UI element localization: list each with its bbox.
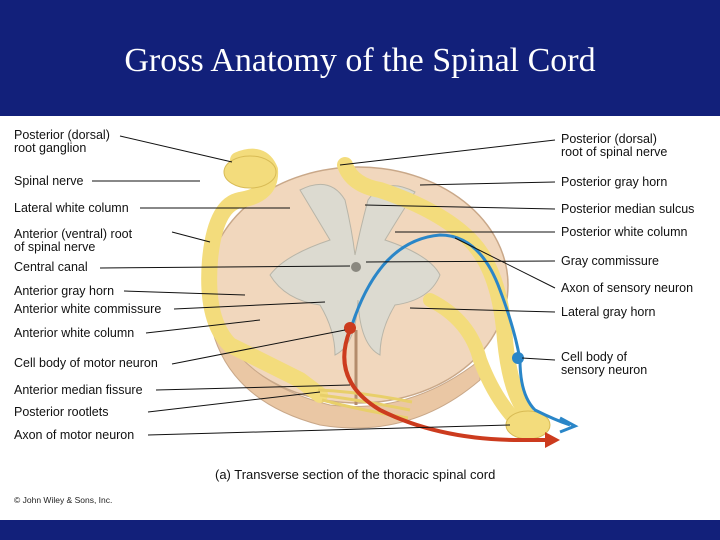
motor-neuron-cell-body bbox=[344, 322, 356, 334]
label-axon-motor-neuron: Axon of motor neuron bbox=[14, 428, 135, 442]
label-posterior-median-sulcus: Posterior median sulcus bbox=[561, 202, 695, 216]
title-bar bbox=[0, 0, 720, 116]
label-posterior-gray-horn: Posterior gray horn bbox=[561, 175, 668, 189]
label-anterior-root: Anterior (ventral) root of spinal nerve bbox=[14, 227, 133, 254]
label-gray-commissure: Gray commissure bbox=[561, 254, 659, 268]
sensory-arrow bbox=[559, 416, 579, 434]
label-anterior-white-column: Anterior white column bbox=[14, 326, 135, 340]
anterior-root-right bbox=[423, 293, 527, 432]
label-posterior-white-column: Posterior white column bbox=[561, 225, 688, 239]
label-axon-sensory-neuron: Axon of sensory neuron bbox=[561, 281, 694, 295]
left-root-ganglion bbox=[223, 155, 277, 189]
right-spinal-nerve bbox=[337, 157, 533, 418]
label-anterior-median-fissure: Anterior median fissure bbox=[14, 383, 143, 397]
label-lateral-gray-horn: Lateral gray horn bbox=[561, 305, 656, 319]
bottom-bar bbox=[0, 520, 720, 540]
sensory-neuron-cell-body bbox=[512, 352, 524, 364]
left-leader-lines bbox=[92, 135, 511, 436]
label-cell-body-sensory-neuron: Cell body of sensory neuron bbox=[561, 350, 648, 377]
motor-neuron-axon bbox=[342, 329, 548, 442]
label-posterior-root: Posterior (dorsal) root of spinal nerve bbox=[561, 132, 668, 159]
page-title: Gross Anatomy of the Spinal Cord bbox=[124, 42, 596, 79]
figure-caption: (a) Transverse section of the thoracic s… bbox=[215, 467, 496, 482]
label-anterior-white-commissure: Anterior white commissure bbox=[14, 302, 162, 316]
motor-arrow bbox=[545, 432, 560, 448]
label-spinal-nerve: Spinal nerve bbox=[14, 174, 84, 188]
right-leader-lines bbox=[339, 139, 556, 361]
label-posterior-rootlets: Posterior rootlets bbox=[14, 405, 109, 419]
copyright-notice: © John Wiley & Sons, Inc. bbox=[14, 495, 113, 505]
label-anterior-gray-horn: Anterior gray horn bbox=[14, 284, 115, 298]
label-cell-body-motor-neuron: Cell body of motor neuron bbox=[14, 356, 158, 370]
label-central-canal: Central canal bbox=[14, 260, 88, 274]
sensory-neuron-axon bbox=[350, 233, 571, 427]
label-lateral-white-column: Lateral white column bbox=[14, 201, 129, 215]
central-canal bbox=[351, 262, 361, 272]
label-posterior-root-ganglion: Posterior (dorsal) root ganglion bbox=[14, 128, 110, 155]
